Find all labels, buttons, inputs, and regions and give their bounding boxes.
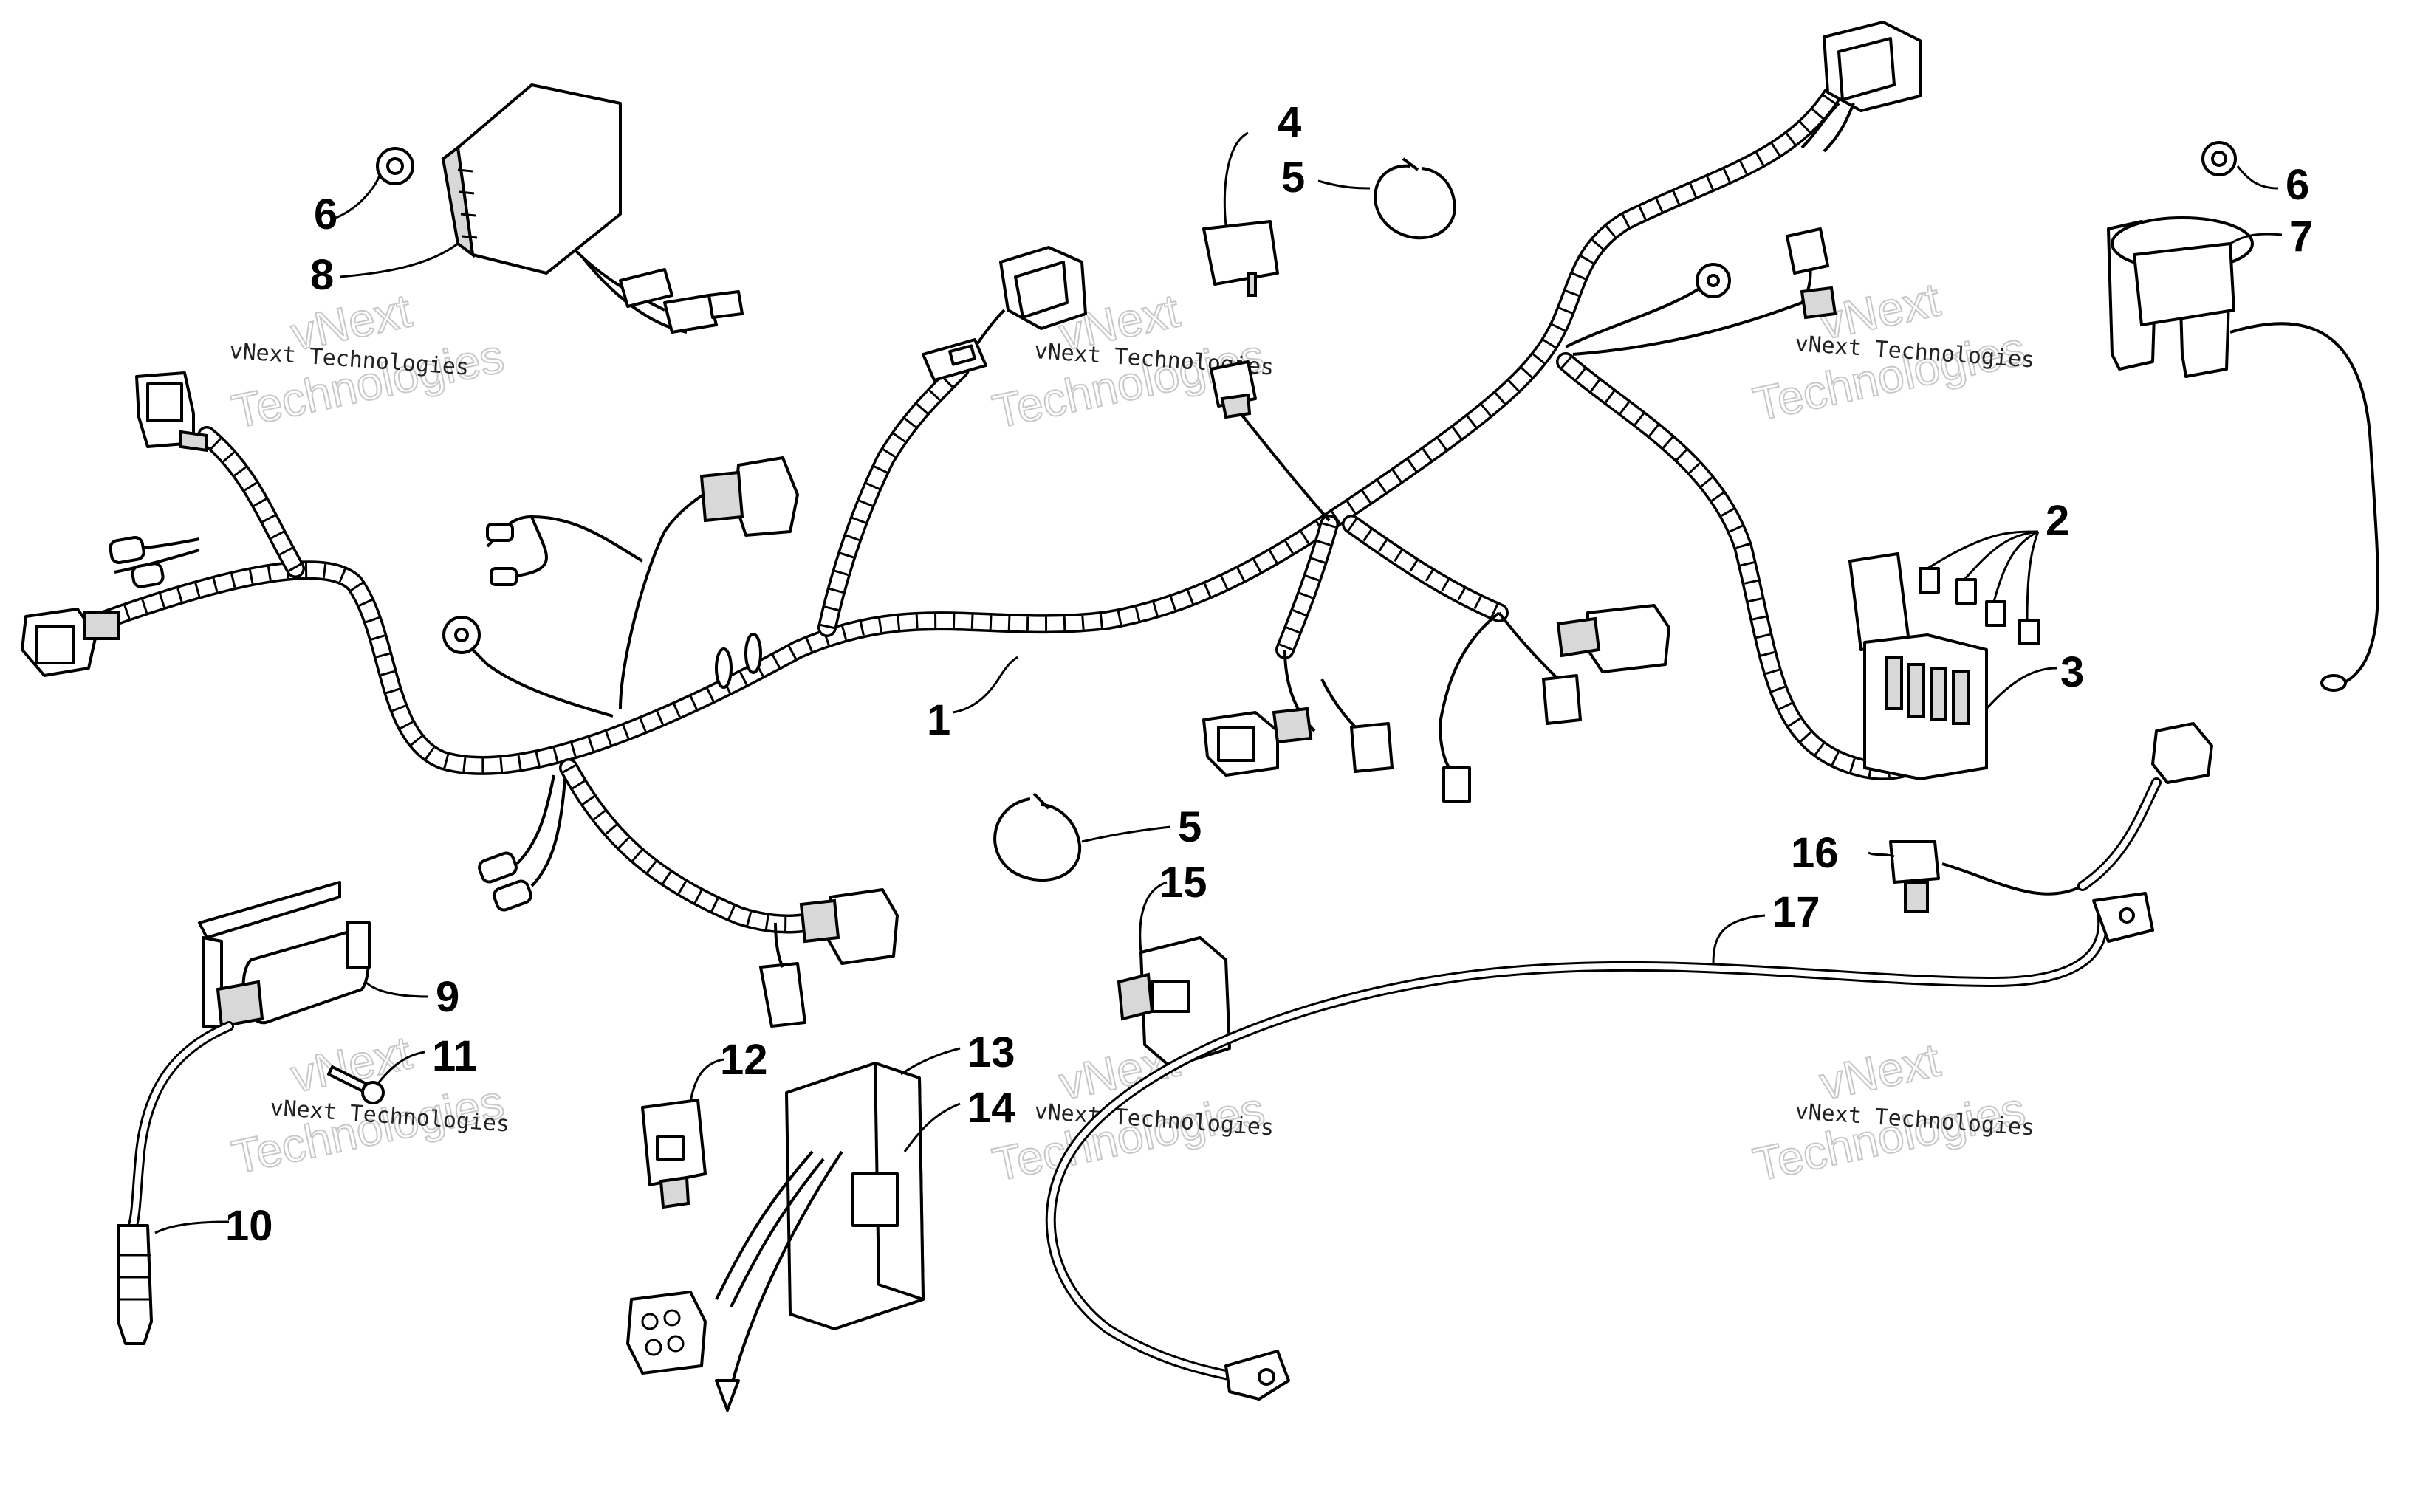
callout-7: 7 <box>2289 213 2313 261</box>
connector-lower-center-right <box>1442 604 1670 803</box>
callout-14: 14 <box>967 1084 1015 1132</box>
connector-far-left-top <box>135 371 208 453</box>
part-4-relay <box>1202 220 1279 297</box>
callout-1: 1 <box>927 696 950 744</box>
harness-wire-right-down-2 <box>1498 611 1560 681</box>
callout-4: 4 <box>1278 98 1301 146</box>
zip-tie <box>744 633 762 674</box>
main-wiring-harness <box>21 21 1944 1028</box>
harness-branch-center-right <box>1342 515 1509 622</box>
part-15-relay <box>1117 936 1231 1068</box>
callouts: 1 2 3 4 5 5 6 6 7 8 9 10 11 12 13 14 15 … <box>225 98 2313 1250</box>
connector-lower-center <box>1202 707 1394 777</box>
part-11-bolt <box>327 1065 385 1104</box>
watermarks: vNext Technologies vNext Technologies vN… <box>227 272 2035 1192</box>
connector-small-center-top <box>1210 360 1257 419</box>
harness-wire-ring-right <box>1565 283 1707 348</box>
connector-lower-left-branch <box>478 851 899 1028</box>
watermark-bottom-right: vNext Technologies vNext Technologies <box>1748 1032 2035 1192</box>
part-13-14-cdi-module <box>626 1062 925 1412</box>
harness-wire-down-1 <box>515 774 555 865</box>
callout-6-right: 6 <box>2286 161 2309 209</box>
callout-5-top: 5 <box>1281 154 1305 202</box>
zip-tie <box>715 647 733 689</box>
watermark-outline-brand: vNext <box>1815 1033 1944 1110</box>
connector-top-center <box>922 246 1087 382</box>
harness-wire-down-2 <box>530 778 566 887</box>
connector-top-right <box>1800 21 1922 153</box>
callout-10: 10 <box>225 1202 273 1250</box>
callout-17: 17 <box>1772 888 1820 936</box>
part-3-fuse-box <box>1848 552 1988 780</box>
leader-lines <box>154 131 2283 1234</box>
callout-8: 8 <box>310 251 334 299</box>
callout-11: 11 <box>432 1032 477 1080</box>
ring-terminal-right <box>1696 263 1731 298</box>
connector-upper-left-cluster <box>486 456 799 586</box>
connector-right-small <box>1786 227 1837 320</box>
harness-branch-upper-left <box>197 426 305 578</box>
part-5-clamp-middle <box>993 792 1082 882</box>
harness-wire-right-down <box>1438 611 1501 777</box>
harness-wire-ring-lead <box>456 633 614 718</box>
watermark-bottom-center: vNext Technologies vNext Technologies <box>987 1032 1275 1192</box>
part-12-flasher <box>641 1099 707 1209</box>
callout-13: 13 <box>967 1028 1015 1076</box>
callout-12: 12 <box>720 1036 768 1084</box>
part-8-voltage-regulator <box>441 83 744 334</box>
part-9-ignition-coil <box>198 881 371 1028</box>
harness-wire-right-plug <box>1572 301 1803 356</box>
part-6-nut-right <box>2201 141 2237 176</box>
part-10-spark-plug-wire <box>117 1021 234 1345</box>
callout-6-left: 6 <box>314 190 337 238</box>
callout-2: 2 <box>2046 497 2069 545</box>
harness-branch-center-down <box>1275 515 1339 659</box>
part-5-clamp-top <box>1374 157 1456 240</box>
connector-far-left-middle <box>21 535 165 677</box>
callout-5-middle: 5 <box>1178 803 1202 851</box>
watermark-top-right: vNext Technologies vNext Technologies <box>1748 272 2035 431</box>
part-2-fuses <box>1919 567 2040 645</box>
callout-15: 15 <box>1159 859 1207 907</box>
callout-3: 3 <box>2060 648 2084 696</box>
part-6-nut-left <box>376 147 414 185</box>
harness-trunk <box>64 86 1841 775</box>
callout-16: 16 <box>1791 829 1839 877</box>
harness-wire-up-to-plug <box>619 486 717 709</box>
part-16-connector-lead <box>1889 722 2213 913</box>
harness-wire-small-plug <box>1239 412 1331 522</box>
ring-terminal-left <box>442 616 481 654</box>
harness-branch-lower-left <box>559 758 844 934</box>
callout-9: 9 <box>436 973 459 1021</box>
harness-branch-upper-center <box>817 360 970 637</box>
part-17-battery-cable <box>1045 892 2154 1401</box>
watermark-top-left: vNext Technologies vNext Technologies <box>227 283 509 439</box>
part-7-ignition-switch <box>2107 216 2379 692</box>
